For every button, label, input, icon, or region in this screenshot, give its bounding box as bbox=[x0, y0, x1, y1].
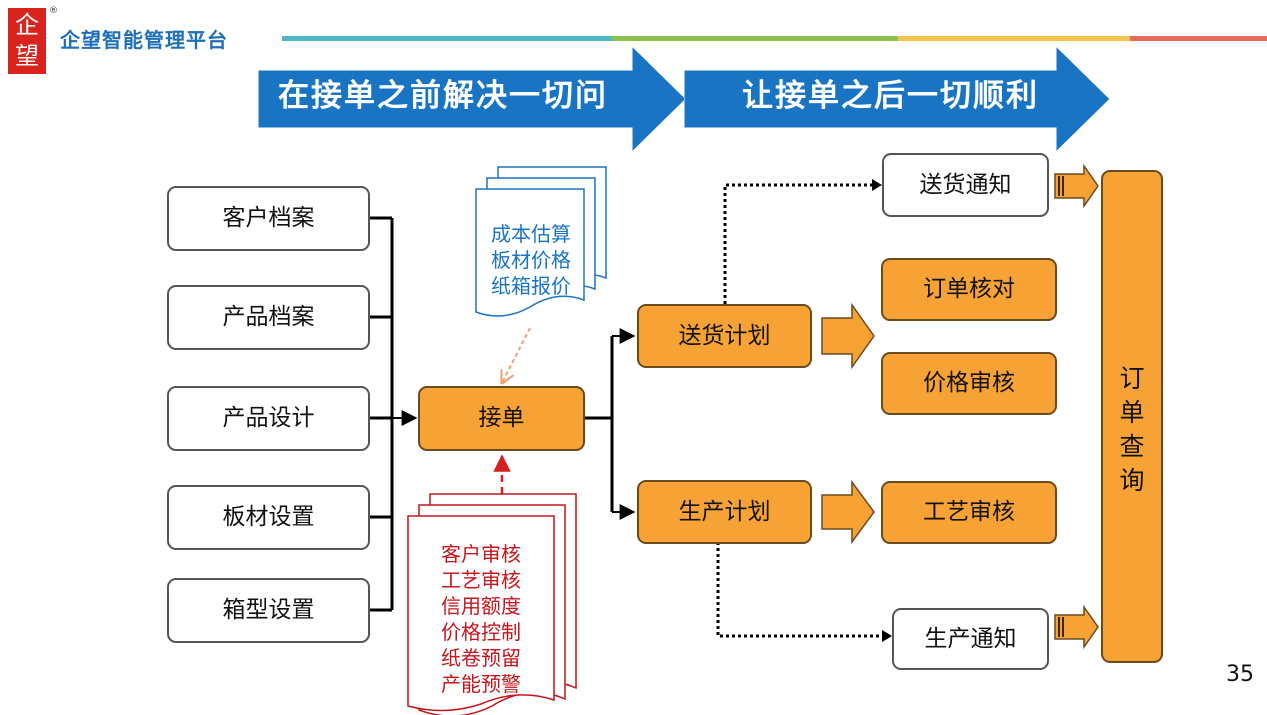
doc-bottom-line: 客户审核 bbox=[441, 542, 521, 566]
craft-check: 工艺审核 bbox=[881, 481, 1057, 544]
logo: 企 望 bbox=[8, 8, 46, 74]
banner-text-1: 在接单之前解决一切问题 bbox=[278, 78, 608, 162]
doc-bottom-line: 纸卷预留 bbox=[441, 646, 521, 670]
logo-char-2: 望 bbox=[15, 42, 39, 70]
doc-top-line: 成本估算 bbox=[491, 222, 571, 246]
doc-bottom-line: 价格控制 bbox=[441, 620, 521, 644]
delivery-plan: 送货计划 bbox=[637, 304, 812, 368]
input-product-design: 产品设计 bbox=[167, 386, 370, 451]
order-query-char: 询 bbox=[1119, 466, 1145, 495]
order-query: 订 单 查 询 bbox=[1101, 170, 1163, 663]
order-check: 订单核对 bbox=[881, 258, 1057, 321]
doc-top-text: 成本估算 板材价格 纸箱报价 bbox=[478, 221, 584, 299]
registered-mark: ® bbox=[49, 6, 58, 16]
doc-top-line: 纸箱报价 bbox=[491, 274, 571, 298]
input-product-archive: 产品档案 bbox=[167, 285, 370, 350]
doc-bottom-line: 工艺审核 bbox=[441, 568, 521, 592]
header-bar-segment-1 bbox=[282, 36, 612, 41]
banner-arrow-1 bbox=[258, 46, 687, 152]
order-query-char: 订 bbox=[1119, 364, 1145, 393]
logo-char-1: 企 bbox=[15, 11, 39, 39]
doc-bottom-line: 信用额度 bbox=[441, 594, 521, 618]
header-bar-segment-2 bbox=[612, 36, 898, 41]
input-box-type-settings: 箱型设置 bbox=[167, 578, 370, 643]
header-bar-segment-3 bbox=[898, 36, 1130, 41]
production-notice: 生产通知 bbox=[892, 608, 1049, 670]
price-check: 价格审核 bbox=[881, 352, 1057, 415]
order-query-char: 单 bbox=[1119, 398, 1145, 427]
page-number: 35 bbox=[1226, 662, 1254, 687]
doc-bottom-line: 产能预警 bbox=[441, 672, 521, 696]
banner-arrow-2 bbox=[684, 46, 1111, 152]
production-plan: 生产计划 bbox=[637, 480, 812, 544]
header-bar-segment-4 bbox=[1130, 36, 1267, 41]
doc-top-line: 板材价格 bbox=[491, 248, 571, 272]
order-query-char: 查 bbox=[1119, 432, 1145, 461]
input-board-settings: 板材设置 bbox=[167, 485, 370, 550]
center-order-intake: 接单 bbox=[418, 386, 585, 451]
delivery-notice: 送货通知 bbox=[882, 153, 1049, 217]
banner-text-2: 让接单之后一切顺利 bbox=[742, 78, 1039, 114]
input-customer-archive: 客户档案 bbox=[167, 186, 370, 251]
doc-bottom-text: 客户审核 工艺审核 信用额度 价格控制 纸卷预留 产能预警 bbox=[408, 541, 554, 697]
brand-title: 企望智能管理平台 bbox=[60, 28, 228, 52]
